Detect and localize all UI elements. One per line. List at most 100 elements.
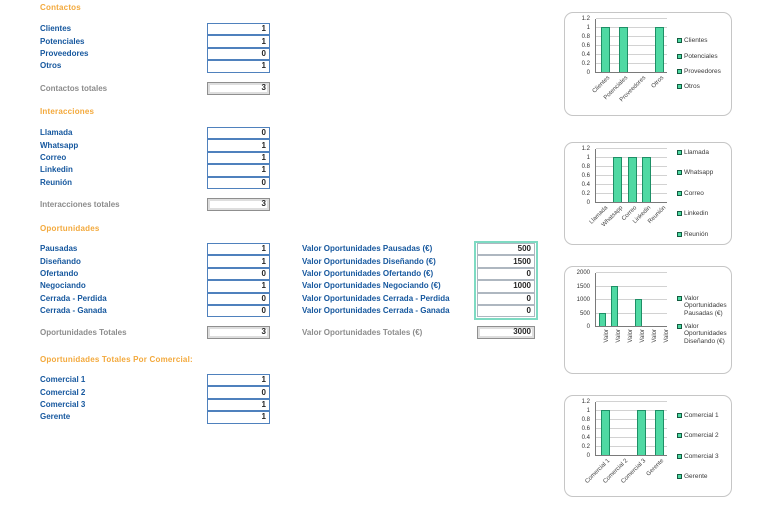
comercial-row-value-cell[interactable]: 1 — [207, 411, 270, 424]
valor-row-value-cell[interactable]: 500 — [477, 243, 535, 256]
comercial-row-value-cell[interactable]: 1 — [207, 374, 270, 387]
legend-item: Comercial 3 — [677, 453, 728, 460]
interacciones-row-label: Linkedin — [40, 166, 73, 175]
contactos-row-label: Otros — [40, 62, 62, 71]
contactos-row-2: Potenciales 1 — [40, 35, 270, 48]
comercial-row-2: Comercial 2 0 — [40, 386, 270, 399]
y-tick-label: 0.2 — [581, 61, 590, 67]
gridline — [596, 272, 667, 273]
valor-row-label: Valor Oportunidades Diseñando (€) — [302, 257, 436, 266]
interacciones-total-cell[interactable]: 3 — [207, 198, 270, 211]
interacciones-row-3: Correo 1 — [40, 151, 270, 165]
oportunidades-row-value-cell[interactable]: 0 — [207, 304, 270, 318]
gridline — [596, 36, 667, 37]
legend-marker-icon — [677, 53, 682, 59]
contactos-row-value-cell[interactable]: 1 — [207, 60, 270, 73]
legend-item: Llamada — [677, 149, 728, 156]
valor-row-value-cell[interactable]: 1000 — [477, 280, 535, 293]
gridline — [596, 419, 667, 420]
contactos-row-value-cell[interactable]: 1 — [207, 35, 270, 48]
y-tick-label: 0.6 — [581, 173, 590, 179]
legend-item: Clientes — [677, 37, 728, 44]
interacciones-row-value-cell[interactable]: 1 — [207, 164, 270, 177]
y-tick-label: 0.8 — [581, 417, 590, 423]
contactos-row-value-cell[interactable]: 1 — [207, 23, 270, 36]
oportunidades-row-label: Diseñando — [40, 257, 81, 266]
y-tick-label: 0 — [586, 324, 590, 330]
contactos-row-value-cell[interactable]: 0 — [207, 47, 270, 61]
oportunidades-row-value-cell[interactable]: 1 — [207, 243, 270, 256]
y-tick-label: 1 — [586, 155, 590, 161]
interacciones-row-label: Correo — [40, 153, 67, 162]
legend-item: Gerente — [677, 473, 728, 480]
oportunidades-total-cell[interactable]: 3 — [207, 326, 270, 339]
plot-area — [595, 148, 667, 203]
valor-row-label: Valor Oportunidades Pausadas (€) — [302, 245, 433, 254]
y-tick-label: 0 — [586, 70, 590, 76]
valor-row-value-cell[interactable]: 1500 — [477, 255, 535, 268]
interacciones-row-label: Whatsapp — [40, 141, 79, 150]
valor-row-value-cell[interactable]: 0 — [477, 304, 535, 318]
interacciones-row-value-cell[interactable]: 1 — [207, 139, 270, 152]
gridline — [596, 446, 667, 447]
legend-marker-icon — [677, 190, 682, 196]
contactos-row-4: Otros 1 — [40, 60, 270, 73]
y-tick-label: 500 — [579, 310, 590, 317]
gridline — [596, 54, 667, 55]
y-tick-label: 0 — [586, 453, 590, 459]
gridline — [596, 63, 667, 64]
legend-marker-icon — [677, 231, 682, 237]
valor-row-value-cell[interactable]: 0 — [477, 267, 535, 281]
contactos-row-label: Clientes — [40, 25, 72, 34]
comercial-row-label: Comercial 2 — [40, 388, 86, 397]
comercial-row-value-cell[interactable]: 1 — [207, 398, 270, 412]
x-tick-label: Valor — [652, 329, 658, 343]
y-tick-label: 0.4 — [581, 435, 590, 441]
valor-row-value-cell[interactable]: 0 — [477, 292, 535, 305]
interacciones-total-row: Interacciones totales 3 — [40, 198, 270, 211]
legend-label: Clientes — [684, 37, 708, 45]
legend-item: Otros — [677, 83, 728, 90]
oportunidades-row-value-cell[interactable]: 0 — [207, 292, 270, 305]
gridline — [596, 410, 667, 411]
legend-marker-icon — [677, 295, 682, 301]
interacciones-total-label: Interacciones totales — [40, 200, 120, 209]
legend-label: Correo — [684, 189, 704, 197]
comercial-row-label: Comercial 3 — [40, 400, 86, 409]
legend-marker-icon — [677, 149, 682, 155]
chart-bar — [634, 299, 642, 326]
interacciones-row-value-cell[interactable]: 1 — [207, 151, 270, 165]
valores-total-cell[interactable]: 3000 — [477, 326, 535, 339]
legend-label: Valor Oportunidades Diseñando (€) — [684, 323, 727, 345]
gridline — [596, 148, 667, 149]
interacciones-row-label: Reunión — [40, 178, 72, 187]
contactos-total-label: Contactos totales — [40, 84, 108, 93]
oportunidades-row-value-cell[interactable]: 1 — [207, 255, 270, 268]
chart-bar — [600, 27, 610, 72]
valor-row-label: Valor Oportunidades Ofertando (€) — [302, 269, 434, 278]
legend-marker-icon — [677, 170, 682, 176]
interacciones-row-value-cell[interactable]: 0 — [207, 127, 270, 140]
oportunidades-row-value-cell[interactable]: 0 — [207, 267, 270, 281]
contactos-total-cell[interactable]: 3 — [207, 82, 270, 95]
interacciones-row-value-cell[interactable]: 0 — [207, 176, 270, 189]
oportunidades-total-row: Oportunidades Totales 3 — [40, 326, 270, 339]
oportunidades-row-value-cell[interactable]: 1 — [207, 280, 270, 293]
legend-label: Comercial 3 — [684, 452, 719, 460]
legend-item: Valor Oportunidades Pausadas (€) — [677, 295, 728, 317]
oportunidades-total-label: Oportunidades Totales — [40, 328, 127, 337]
comercial-row-value-cell[interactable]: 0 — [207, 386, 270, 399]
y-tick-label: 0.6 — [581, 426, 590, 432]
contactos-row-label: Potenciales — [40, 37, 85, 46]
